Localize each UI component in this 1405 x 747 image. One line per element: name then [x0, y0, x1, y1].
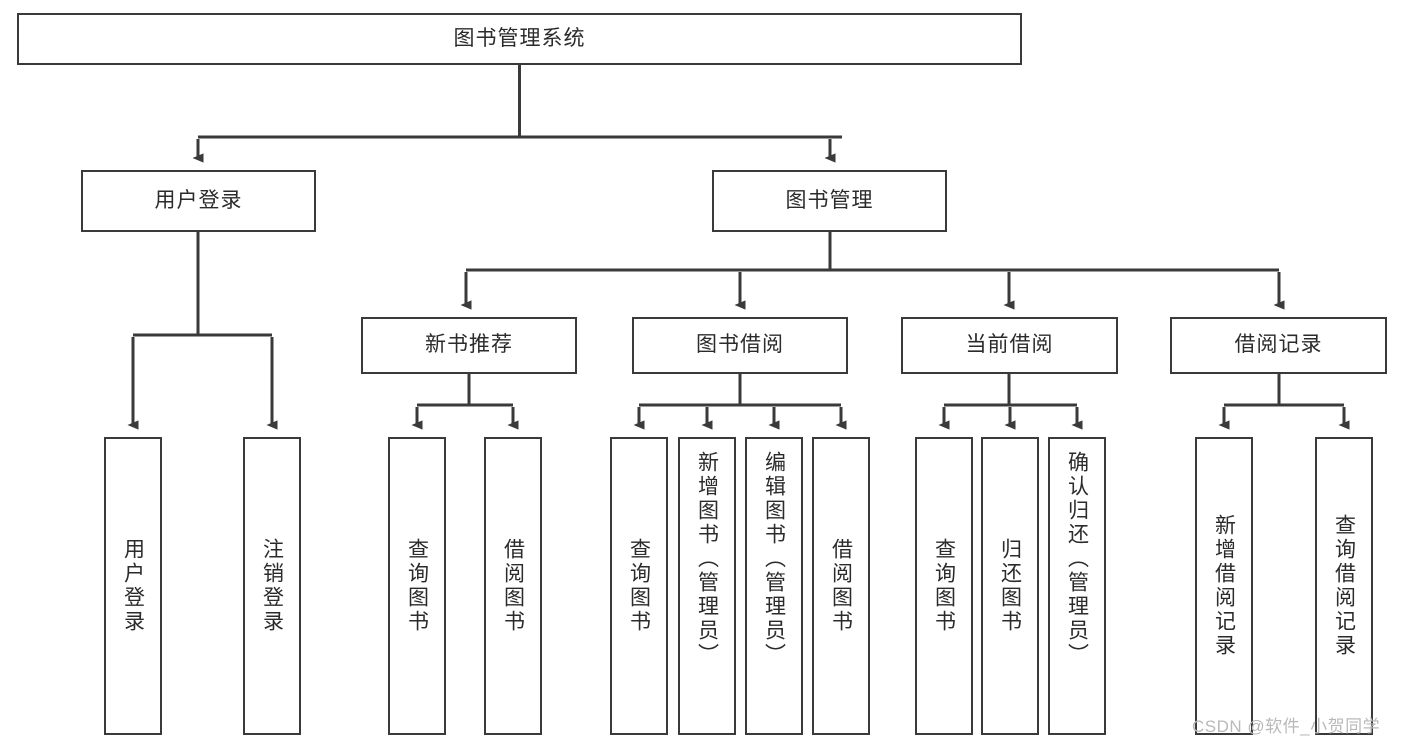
node-label: 当前借阅	[965, 333, 1054, 357]
node-label: 新增借阅记录	[1212, 514, 1236, 658]
node-label: 图书管理	[785, 188, 874, 212]
node-label: 借阅图书	[501, 538, 525, 634]
node-label: 确认归还（管理员）	[1065, 451, 1089, 667]
leaf-book-borrow-query-book[interactable]: 查询图书	[610, 437, 668, 735]
leaf-borrow-record-add-record[interactable]: 新增借阅记录	[1195, 437, 1253, 735]
leaf-current-borrow-return-book[interactable]: 归还图书	[981, 437, 1039, 735]
node-label: 查询借阅记录	[1332, 514, 1356, 658]
leaf-current-borrow-confirm-return-admin[interactable]: 确认归还（管理员）	[1048, 437, 1106, 735]
node-label: 查询图书	[932, 538, 956, 634]
node-book-management[interactable]: 图书管理	[712, 170, 947, 232]
node-user-login[interactable]: 用户登录	[81, 170, 316, 232]
leaf-new-book-query-book[interactable]: 查询图书	[388, 437, 446, 735]
node-book-borrow[interactable]: 图书借阅	[632, 317, 848, 374]
node-label: 新增图书（管理员）	[695, 451, 719, 667]
leaf-borrow-record-query-record[interactable]: 查询借阅记录	[1315, 437, 1373, 735]
leaf-user-login-login[interactable]: 用户登录	[104, 437, 162, 735]
node-label: 图书管理系统	[453, 26, 586, 50]
csdn-watermark: CSDN @软件_小贺同学	[1192, 717, 1381, 736]
node-current-borrow[interactable]: 当前借阅	[901, 317, 1118, 374]
node-label: 借阅记录	[1234, 333, 1323, 357]
leaf-current-borrow-query-book[interactable]: 查询图书	[915, 437, 973, 735]
node-label: 用户登录	[154, 188, 243, 212]
node-label: 图书借阅	[696, 333, 784, 357]
node-new-book-recommend[interactable]: 新书推荐	[361, 317, 577, 374]
node-borrow-record[interactable]: 借阅记录	[1170, 317, 1387, 374]
node-label: 归还图书	[998, 538, 1022, 634]
node-label: 借阅图书	[829, 538, 853, 634]
leaf-book-borrow-add-book-admin[interactable]: 新增图书（管理员）	[678, 437, 736, 735]
leaf-book-borrow-edit-book-admin[interactable]: 编辑图书（管理员）	[745, 437, 803, 735]
leaf-user-login-logout[interactable]: 注销登录	[243, 437, 301, 735]
node-label: 查询图书	[405, 538, 429, 634]
node-label: 查询图书	[627, 538, 651, 634]
leaf-book-borrow-borrow-book[interactable]: 借阅图书	[812, 437, 870, 735]
node-label: 用户登录	[121, 538, 145, 634]
node-label: 编辑图书（管理员）	[762, 451, 786, 667]
node-label: 注销登录	[260, 538, 284, 634]
node-label: 新书推荐	[425, 333, 513, 357]
node-root-book-management-system[interactable]: 图书管理系统	[17, 13, 1022, 65]
leaf-new-book-borrow-book[interactable]: 借阅图书	[484, 437, 542, 735]
